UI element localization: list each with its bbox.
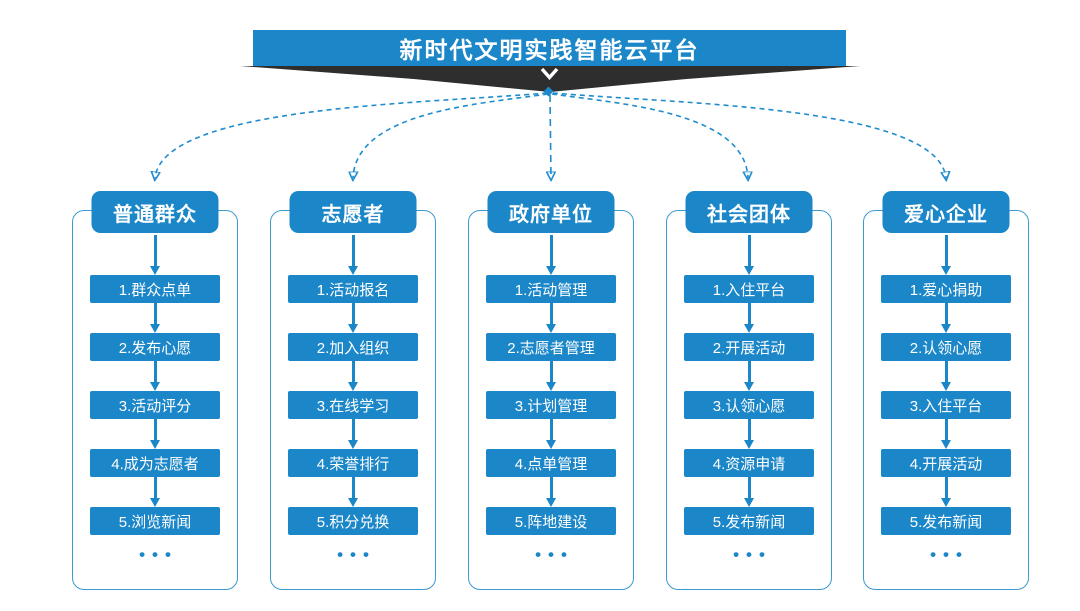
step-box: 3.认领心愿 xyxy=(684,391,814,419)
column-header: 志愿者 xyxy=(289,191,417,233)
step-box: 3.活动评分 xyxy=(90,391,220,419)
step-box: 5.浏览新闻 xyxy=(90,507,220,535)
column-panel-public: 普通群众 1.群众点单 2.发布心愿 3.活动评分 4.成为志愿者 5.浏览新闻… xyxy=(72,191,238,590)
ellipsis-dots: ••• xyxy=(139,545,178,564)
connector-col5 xyxy=(552,92,946,178)
column-flow: 1.群众点单 2.发布心愿 3.活动评分 4.成为志愿者 5.浏览新闻 ••• xyxy=(73,235,237,565)
step-box: 5.积分兑换 xyxy=(288,507,418,535)
step-box: 4.点单管理 xyxy=(486,449,616,477)
step-box: 1.入住平台 xyxy=(684,275,814,303)
down-arrow-icon xyxy=(348,235,358,275)
step-box: 2.发布心愿 xyxy=(90,333,220,361)
column-flow: 1.入住平台 2.开展活动 3.认领心愿 4.资源申请 5.发布新闻 ••• xyxy=(667,235,831,565)
step-box: 2.志愿者管理 xyxy=(486,333,616,361)
step-box: 2.加入组织 xyxy=(288,333,418,361)
column-header: 爱心企业 xyxy=(882,191,1010,233)
column-panel-volunteer: 志愿者 1.活动报名 2.加入组织 3.在线学习 4.荣誉排行 5.积分兑换 •… xyxy=(270,191,436,590)
ellipsis-dots: ••• xyxy=(930,545,969,564)
down-arrow-icon xyxy=(744,303,754,333)
step-box: 4.荣誉排行 xyxy=(288,449,418,477)
down-arrow-icon xyxy=(150,361,160,391)
ellipsis-dots: ••• xyxy=(733,545,772,564)
step-box: 2.开展活动 xyxy=(684,333,814,361)
down-arrow-icon xyxy=(150,477,160,507)
column-flow: 1.活动管理 2.志愿者管理 3.计划管理 4.点单管理 5.阵地建设 ••• xyxy=(469,235,633,565)
down-arrow-icon xyxy=(348,303,358,333)
column-header: 政府单位 xyxy=(487,191,615,233)
down-arrow-icon xyxy=(546,361,556,391)
column-panel-enterprise: 爱心企业 1.爱心捐助 2.认领心愿 3.入住平台 4.开展活动 5.发布新闻 … xyxy=(863,191,1029,590)
down-arrow-icon xyxy=(348,477,358,507)
step-box: 4.成为志愿者 xyxy=(90,449,220,477)
down-arrow-icon xyxy=(546,477,556,507)
ellipsis-dots: ••• xyxy=(337,545,376,564)
column-panel-government: 政府单位 1.活动管理 2.志愿者管理 3.计划管理 4.点单管理 5.阵地建设… xyxy=(468,191,634,590)
connector-col2 xyxy=(353,93,549,178)
step-box: 2.认领心愿 xyxy=(881,333,1011,361)
step-box: 1.爱心捐助 xyxy=(881,275,1011,303)
step-box: 1.活动报名 xyxy=(288,275,418,303)
step-box: 1.群众点单 xyxy=(90,275,220,303)
down-arrow-icon xyxy=(744,477,754,507)
down-arrow-icon xyxy=(744,419,754,449)
down-arrow-icon xyxy=(744,235,754,275)
down-arrow-icon xyxy=(546,419,556,449)
step-box: 3.在线学习 xyxy=(288,391,418,419)
down-arrow-icon xyxy=(941,477,951,507)
down-arrow-icon xyxy=(941,419,951,449)
step-box: 3.入住平台 xyxy=(881,391,1011,419)
connector-col3 xyxy=(550,94,551,178)
step-box: 4.资源申请 xyxy=(684,449,814,477)
platform-title: 新时代文明实践智能云平台 xyxy=(253,30,846,66)
down-arrow-icon xyxy=(744,361,754,391)
column-flow: 1.活动报名 2.加入组织 3.在线学习 4.荣誉排行 5.积分兑换 ••• xyxy=(271,235,435,565)
column-header: 普通群众 xyxy=(91,191,219,233)
column-header: 社会团体 xyxy=(685,191,813,233)
step-box: 5.发布新闻 xyxy=(881,507,1011,535)
down-arrow-icon xyxy=(941,361,951,391)
column-panel-social-group: 社会团体 1.入住平台 2.开展活动 3.认领心愿 4.资源申请 5.发布新闻 … xyxy=(666,191,832,590)
connector-col1 xyxy=(155,92,548,178)
down-arrow-icon xyxy=(348,361,358,391)
down-arrow-icon xyxy=(150,419,160,449)
down-arrow-icon xyxy=(150,235,160,275)
step-box: 3.计划管理 xyxy=(486,391,616,419)
connector-col4 xyxy=(551,93,748,178)
down-arrow-icon xyxy=(150,303,160,333)
step-box: 5.阵地建设 xyxy=(486,507,616,535)
ellipsis-dots: ••• xyxy=(535,545,574,564)
down-arrow-icon xyxy=(941,303,951,333)
column-flow: 1.爱心捐助 2.认领心愿 3.入住平台 4.开展活动 5.发布新闻 ••• xyxy=(864,235,1028,565)
step-box: 5.发布新闻 xyxy=(684,507,814,535)
down-arrow-icon xyxy=(546,235,556,275)
step-box: 1.活动管理 xyxy=(486,275,616,303)
step-box: 4.开展活动 xyxy=(881,449,1011,477)
down-arrow-icon xyxy=(546,303,556,333)
chevron-down-icon xyxy=(540,67,559,80)
down-arrow-icon xyxy=(941,235,951,275)
down-arrow-icon xyxy=(348,419,358,449)
